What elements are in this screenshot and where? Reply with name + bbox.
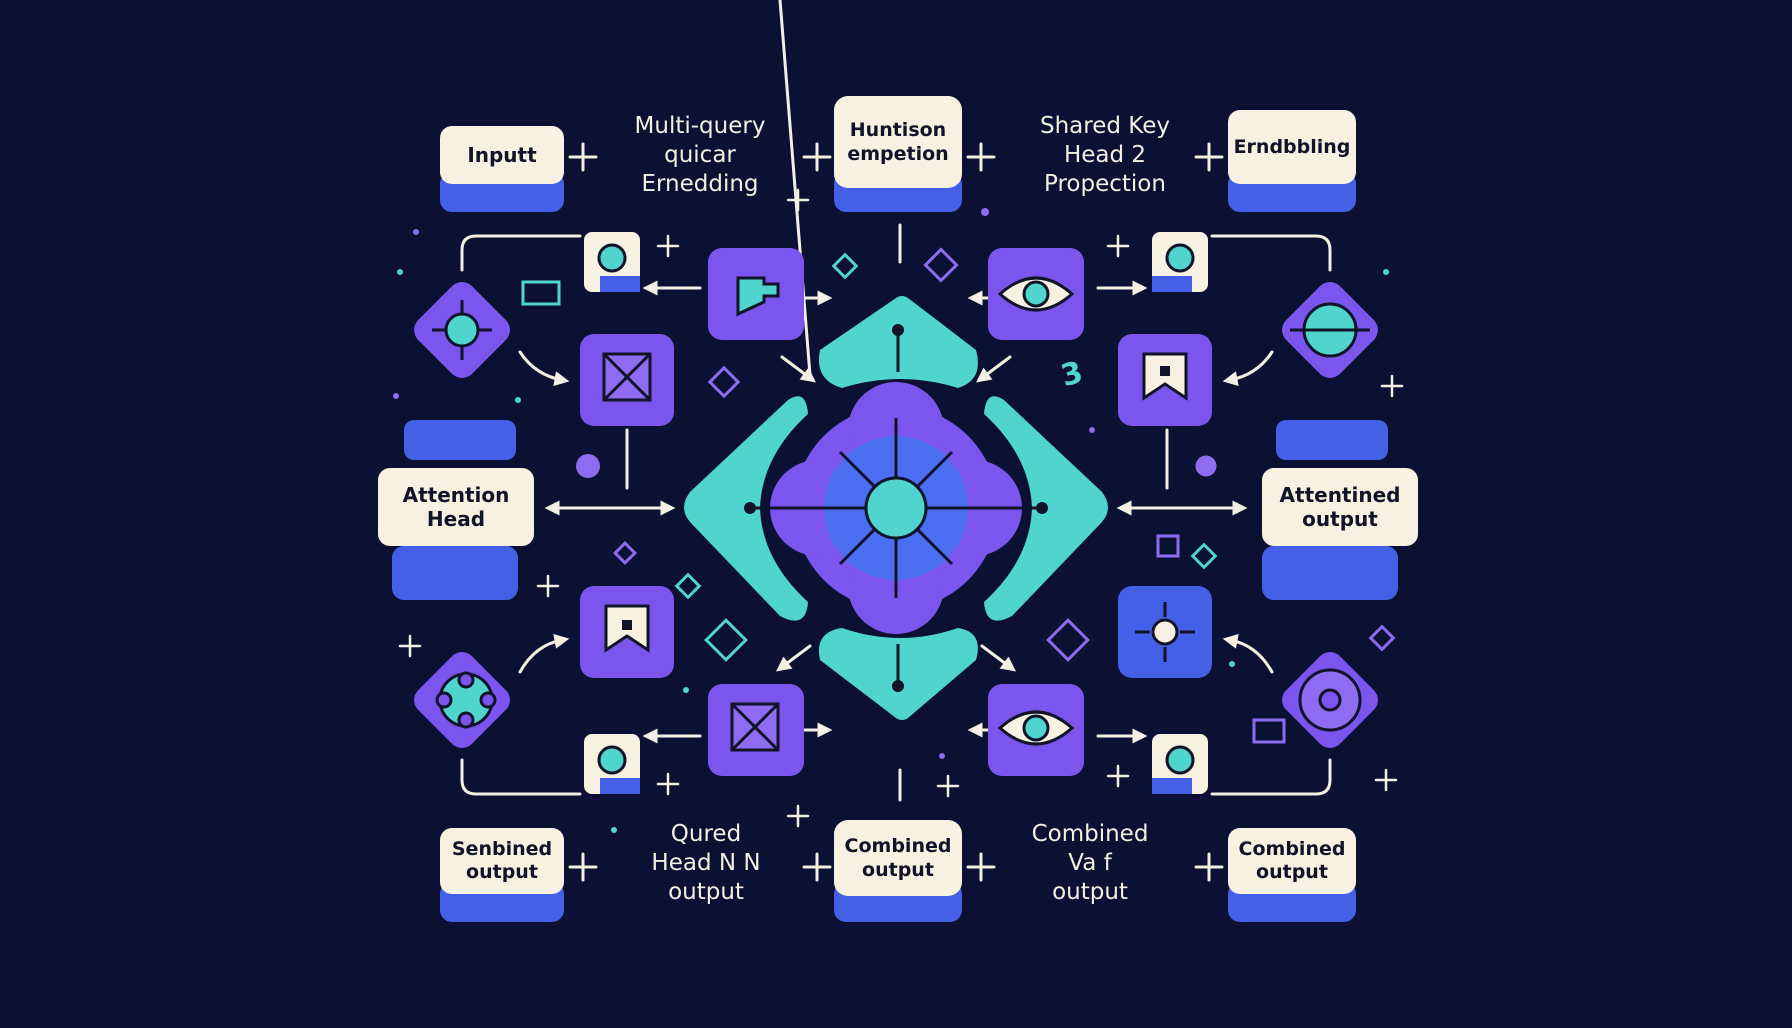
qured-head-label: Qured Head N N output	[651, 821, 761, 905]
envelope-icon	[708, 684, 804, 776]
network-icon	[414, 652, 510, 748]
sparkles	[398, 188, 1404, 828]
card-faces	[378, 96, 1418, 896]
bookmark-icon	[580, 586, 674, 678]
input-card-label: Inputt	[467, 143, 537, 167]
circle-node-icon	[584, 232, 640, 292]
target-icon	[1118, 586, 1212, 678]
connectors	[460, 0, 1332, 882]
eye-icon	[988, 248, 1084, 340]
envelope-icon	[580, 334, 674, 426]
bookmark-icon	[1118, 334, 1212, 426]
target-icon	[1282, 282, 1378, 378]
attentined-output-card-label: Attentined output	[1279, 483, 1401, 531]
attention-head-card-label: Attention Head	[402, 483, 510, 531]
dots	[393, 208, 1389, 833]
crosshair-icon	[414, 282, 510, 378]
eye-icon	[988, 684, 1084, 776]
circle-node-icon	[584, 734, 640, 794]
embedding-card-label: Erndbbling	[1233, 136, 1351, 158]
diamond-nodes	[414, 282, 1378, 748]
flag-icon	[708, 248, 804, 340]
senbined-output-card-label: Senbined output	[451, 838, 553, 883]
multi-query-label: Multi-query quicar Ernedding	[634, 113, 766, 197]
combined-va-label: Combined Va f output	[1031, 821, 1149, 905]
central-attention-hub	[684, 296, 1108, 720]
combined-output-center-card-label: Combined output	[844, 835, 952, 881]
orbit-icon	[1282, 652, 1378, 748]
combined-output-right-card-label: Combined output	[1238, 838, 1346, 883]
hunt-card-label: Huntison empetion	[847, 119, 949, 165]
decorations	[521, 247, 1396, 744]
small-cards	[580, 232, 1212, 794]
shared-key-label: Shared Key Head 2 Propection	[1040, 113, 1170, 197]
circle-node-icon	[1152, 232, 1208, 292]
circle-node-icon	[1152, 734, 1208, 794]
